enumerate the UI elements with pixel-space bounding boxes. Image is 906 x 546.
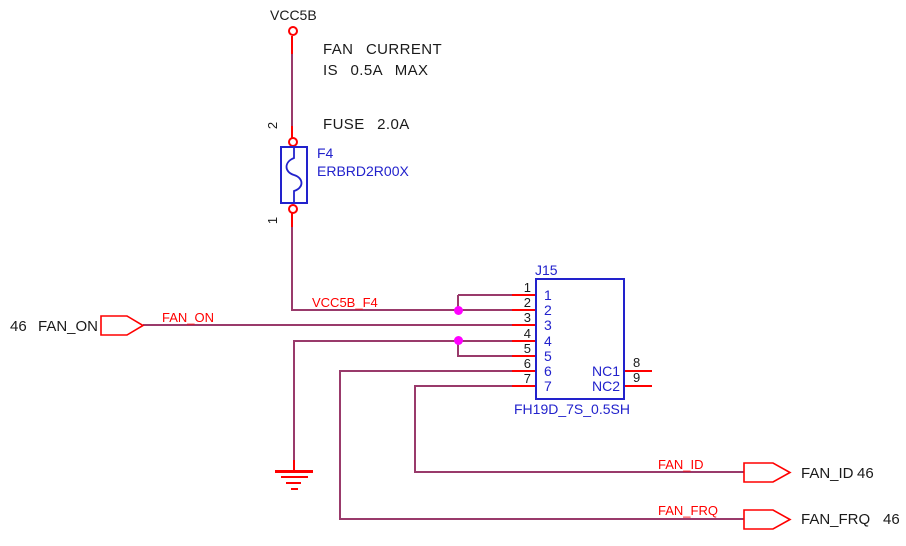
wire-gnd-pin4[interactable] <box>294 340 512 342</box>
pin-name-4: 4 <box>544 333 552 349</box>
offpage-arrow-right-icon <box>100 315 145 336</box>
wire-pin1[interactable] <box>458 294 512 296</box>
j15-pin1-stub <box>512 294 537 296</box>
pin-name-5: 5 <box>544 348 552 364</box>
wire-pin6[interactable] <box>340 370 512 372</box>
j15-pin7-stub <box>512 385 537 387</box>
junction-dot-vcc <box>454 306 463 315</box>
connector-refdes: J15 <box>535 262 558 278</box>
pin-number-2: 2 <box>523 295 531 310</box>
wire-fan-id[interactable] <box>415 471 744 473</box>
wire-vcc5b-f4[interactable] <box>292 309 512 311</box>
fuse-part-number: ERBRD2R00X <box>317 163 409 179</box>
pin-number-7: 7 <box>523 371 531 386</box>
offpage-fan-id-signal: FAN_ID <box>801 465 854 482</box>
wire-pin7[interactable] <box>415 385 512 387</box>
net-label-fan-frq: FAN_FRQ <box>658 503 718 518</box>
pin-name-2: 2 <box>544 302 552 318</box>
wire-fan-frq[interactable] <box>340 518 744 520</box>
pin-number-1: 1 <box>523 280 531 295</box>
pin-number-9: 9 <box>633 370 641 385</box>
j15-pin6-stub <box>512 370 537 372</box>
j15-pin4-stub <box>512 340 537 342</box>
ground-bar-4 <box>291 488 298 490</box>
wire-fan-id-vertical[interactable] <box>414 385 416 473</box>
pin-name-1: 1 <box>544 287 552 303</box>
offpage-arrow-right-icon <box>743 462 792 483</box>
fuse-pin1-number: 1 <box>265 216 281 225</box>
offpage-fan-frq-signal: FAN_FRQ <box>801 511 871 528</box>
net-label-vcc5b-f4: VCC5B_F4 <box>312 295 378 310</box>
net-label-fan-on: FAN_ON <box>162 310 215 325</box>
pin-name-7: 7 <box>544 378 552 394</box>
connector-part-number: FH19D_7S_0.5SH <box>514 401 630 417</box>
j15-pin5-stub <box>512 355 537 357</box>
note-fan-current-line1: FAN CURRENT <box>323 41 443 58</box>
wire-fan-on[interactable] <box>143 324 512 326</box>
pin-number-4: 4 <box>523 326 531 341</box>
wire-gnd-vertical[interactable] <box>293 340 295 470</box>
fuse-pin2-number: 2 <box>265 121 281 130</box>
pin-name-nc1: NC1 <box>591 363 620 379</box>
wire-fuse-to-corner[interactable] <box>291 226 293 311</box>
j15-pin9-stub <box>625 385 652 387</box>
wire-fan-frq-vertical[interactable] <box>339 370 341 520</box>
ground-pin-stub <box>293 460 295 470</box>
pin-name-nc2: NC2 <box>591 378 620 394</box>
pin-number-6: 6 <box>523 356 531 371</box>
fuse-pin2-stub <box>291 126 293 138</box>
offpage-fan-on-sheet: 46 <box>10 318 27 335</box>
ground-bar-3 <box>286 482 301 484</box>
pin-number-5: 5 <box>523 341 531 356</box>
wire-pin5[interactable] <box>458 355 512 357</box>
offpage-fan-frq-sheet: 46 <box>883 511 900 528</box>
ground-bar-1 <box>275 470 313 473</box>
j15-pin2-stub <box>512 309 537 311</box>
wire-pin1-riser[interactable] <box>457 295 459 311</box>
j15-pin3-stub <box>512 324 537 326</box>
ground-bar-2 <box>281 476 308 478</box>
power-pin-stub <box>291 36 293 54</box>
fuse-element-curve-icon <box>285 147 303 203</box>
pin-name-6: 6 <box>544 363 552 379</box>
power-pin-circle-icon <box>288 26 298 36</box>
pin-number-3: 3 <box>523 310 531 325</box>
connector-body <box>535 278 625 400</box>
pin-name-3: 3 <box>544 317 552 333</box>
offpage-arrow-right-icon <box>743 509 792 530</box>
wire-pin5-drop[interactable] <box>457 341 459 357</box>
fuse-refdes: F4 <box>317 145 334 161</box>
fuse-pin1-stub <box>291 213 293 227</box>
junction-dot-gnd <box>454 336 463 345</box>
wire-vcc-to-fuse[interactable] <box>291 52 293 130</box>
note-fuse-rating: FUSE 2.0A <box>323 116 410 133</box>
pin-number-8: 8 <box>633 355 641 370</box>
net-label-fan-id: FAN_ID <box>658 457 704 472</box>
j15-pin8-stub <box>625 370 652 372</box>
note-fan-current-line2: IS 0.5A MAX <box>323 62 429 79</box>
fuse-pin1-circle-icon <box>288 204 298 214</box>
power-net-label: VCC5B <box>270 7 317 23</box>
offpage-fan-id-sheet: 46 <box>857 465 874 482</box>
offpage-fan-on-signal: FAN_ON <box>38 318 99 335</box>
